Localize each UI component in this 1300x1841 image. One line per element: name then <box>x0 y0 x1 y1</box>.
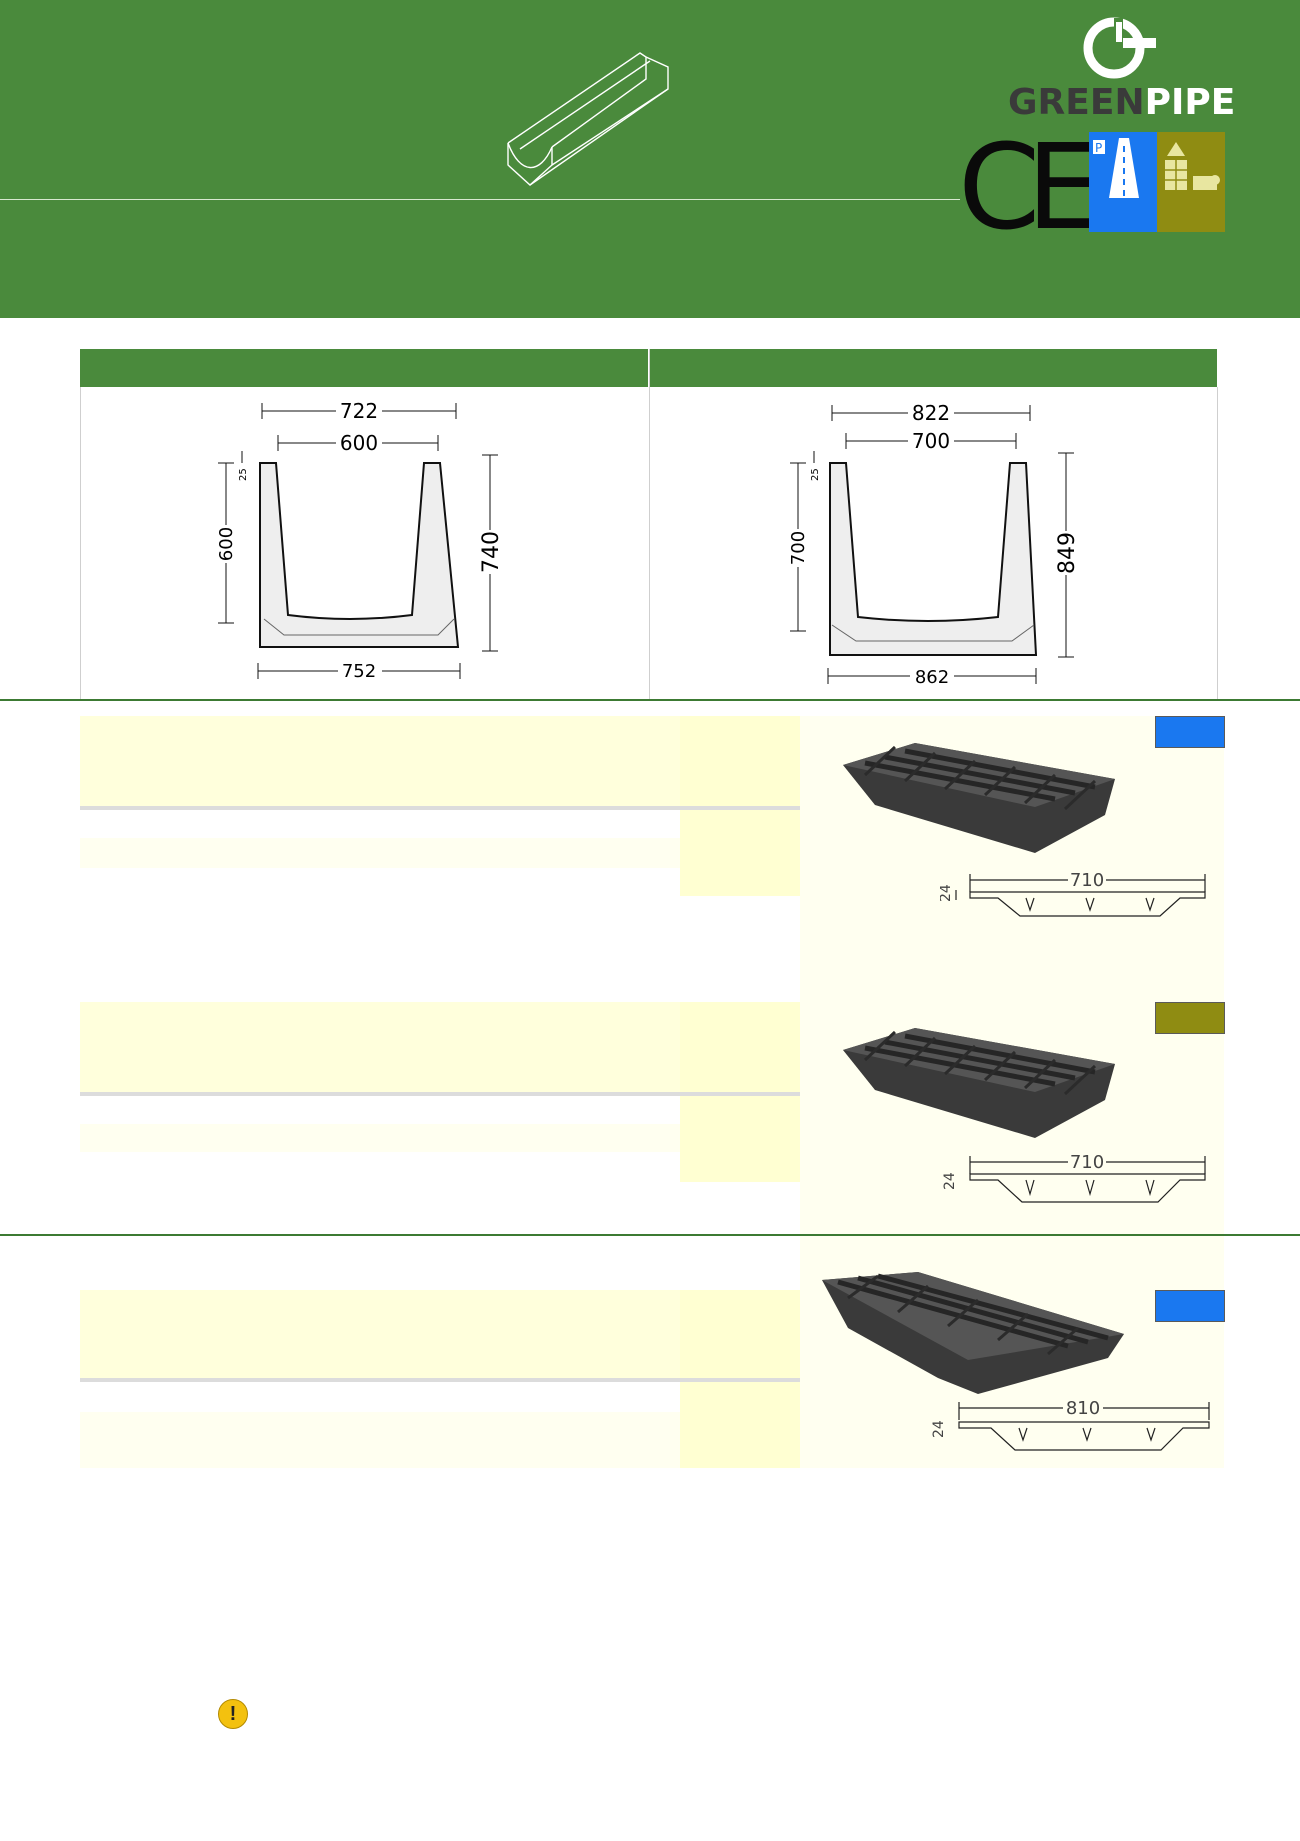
row-separator <box>80 1378 800 1382</box>
table-header-left <box>80 349 648 387</box>
dim-inner-width: 700 <box>912 429 950 453</box>
dim-bottom-width: 752 <box>342 661 376 682</box>
dim-total-height: 849 <box>1055 532 1080 574</box>
product-row-cell <box>680 1096 800 1182</box>
cross-section-drawing-left: 722 600 752 25 600 740 <box>216 398 500 682</box>
cross-section-drawing-right: 822 700 862 25 700 849 <box>788 400 1080 688</box>
grate-height: 24 <box>940 884 954 902</box>
product-row-cell <box>680 1382 800 1468</box>
dim-top-width: 722 <box>340 399 378 423</box>
table-column-divider <box>649 349 650 699</box>
product-row-cell <box>680 716 800 808</box>
brand-name: GREENPIPE <box>1008 82 1235 123</box>
grate-profile-2: 710 24 <box>942 1151 1206 1203</box>
warning-icon: ! <box>218 1699 248 1729</box>
product-row <box>80 1412 680 1468</box>
product-row <box>80 1290 680 1380</box>
dim-top-width: 822 <box>912 401 950 425</box>
product-row-cell <box>680 1002 800 1094</box>
dim-total-height: 740 <box>479 531 500 573</box>
grate-length: 810 <box>1066 1398 1100 1419</box>
product-row <box>80 716 680 808</box>
product-row <box>80 1124 680 1152</box>
grate-profile-1: 710 24 <box>940 869 1206 917</box>
product-row <box>80 838 680 868</box>
class-badge-blue <box>1155 716 1225 748</box>
dim-inner-height: 700 <box>788 531 809 565</box>
class-badge-olive <box>1155 1002 1225 1034</box>
grate-length: 710 <box>1070 1152 1104 1173</box>
brand-name-part1: GREEN <box>1008 82 1145 123</box>
grate-photo-1 <box>843 743 1115 853</box>
dim-lip: 25 <box>238 468 249 481</box>
row-separator <box>80 1092 800 1096</box>
brand-name-part2: PIPE <box>1144 82 1236 123</box>
product-row-cell <box>680 810 800 896</box>
product-row <box>80 1002 680 1094</box>
class-badge-blue <box>1155 1290 1225 1322</box>
parking-road-icon: P <box>1089 132 1157 232</box>
garden-icon <box>1157 132 1225 232</box>
dim-lip: 25 <box>810 468 821 481</box>
table-header-right <box>650 349 1217 387</box>
section-divider <box>0 1234 1300 1236</box>
product-row-cell <box>680 1290 800 1380</box>
ce-mark-icon: CE <box>958 118 1101 256</box>
dim-inner-height: 600 <box>216 527 237 561</box>
header-divider <box>0 199 960 200</box>
dim-inner-width: 600 <box>340 431 378 455</box>
svg-text:P: P <box>1095 141 1102 155</box>
channel-icon <box>507 52 669 186</box>
row-separator <box>80 806 800 810</box>
grate-photo-3 <box>822 1272 1124 1394</box>
grate-photo-2 <box>843 1028 1115 1138</box>
grate-height: 24 <box>942 1172 958 1190</box>
grate-profile-3: 810 24 <box>931 1396 1210 1451</box>
section-divider <box>0 699 1300 701</box>
dim-bottom-width: 862 <box>915 667 949 688</box>
header-banner <box>0 0 1300 318</box>
grate-height: 24 <box>931 1420 947 1438</box>
grate-length: 710 <box>1070 870 1104 891</box>
logo-icon <box>1083 17 1156 79</box>
